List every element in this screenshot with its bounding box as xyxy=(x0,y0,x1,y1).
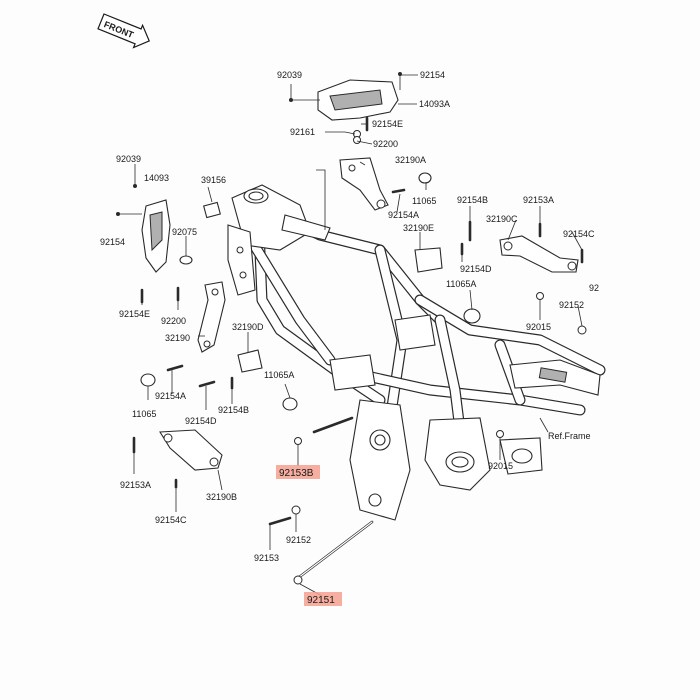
callout-92153b: 92153B xyxy=(279,468,314,479)
callout-92153a-top: 92153A xyxy=(523,195,554,205)
callout-ref-frame: Ref.Frame xyxy=(548,431,591,441)
callout-39156: 39156 xyxy=(201,175,226,185)
callout-labels: 92039 92154 14093A 92154E 92161 92200 32… xyxy=(100,70,599,606)
callout-92153a-left: 92153A xyxy=(120,480,151,490)
callout-92039-top: 92039 xyxy=(277,70,302,80)
top-cover-14093a xyxy=(317,79,399,121)
callout-32190d: 32190D xyxy=(232,322,264,332)
leader-lines xyxy=(118,74,583,597)
callout-92075: 92075 xyxy=(172,227,197,237)
highlight-92153b xyxy=(276,465,320,479)
sticker-39156 xyxy=(203,201,221,219)
left-cover-14093 xyxy=(141,199,171,273)
steering-head xyxy=(227,184,331,296)
callout-11065a-top: 11065A xyxy=(446,279,476,289)
callout-92015-top: 92015 xyxy=(526,322,551,332)
damper-11065 xyxy=(140,373,156,387)
callout-92154-left: 92154 xyxy=(100,237,125,247)
callout-14093: 14093 xyxy=(144,173,169,183)
callout-11065-left: 11065 xyxy=(132,409,156,419)
callout-92154d-left: 92154D xyxy=(185,416,217,426)
callout-92200-top: 92200 xyxy=(373,139,398,149)
bracket-32190 xyxy=(197,281,226,353)
callout-92154b-top: 92154B xyxy=(457,195,488,205)
damper-11065a-right xyxy=(463,308,481,324)
callout-92154c-left: 92154C xyxy=(155,515,187,525)
callout-92200-left: 92200 xyxy=(161,316,186,326)
callout-92154b-left: 92154B xyxy=(218,405,249,415)
callout-92152-top: 92152 xyxy=(559,300,584,310)
highlight-92151 xyxy=(304,592,342,606)
callout-92151: 92151 xyxy=(307,595,335,606)
callout-92154-top: 92154 xyxy=(420,70,445,80)
callout-32190b: 32190B xyxy=(206,492,237,502)
fasteners xyxy=(116,72,587,585)
callout-92015-bottom: 92015 xyxy=(488,461,513,471)
damper-11065-top xyxy=(418,172,432,184)
callout-32190e: 32190E xyxy=(403,223,434,233)
callout-92-cut: 92 xyxy=(589,283,599,293)
callout-32190: 32190 xyxy=(165,333,190,343)
callout-92154c-top: 92154C xyxy=(563,229,595,239)
callout-92154a-top: 92154A xyxy=(388,210,419,220)
damper-11065a-left xyxy=(282,397,298,411)
bracket-32190a xyxy=(339,157,389,211)
rear-castings xyxy=(329,314,601,521)
collar-92075 xyxy=(179,255,193,265)
callout-92161: 92161 xyxy=(290,127,315,137)
callout-92154e-left: 92154E xyxy=(119,309,150,319)
callout-32190c: 32190C xyxy=(486,214,518,224)
bracket-32190c xyxy=(499,235,579,273)
engine-bracket-32190b xyxy=(159,429,223,471)
callout-11065-top: 11065 xyxy=(412,196,436,206)
bracket-32190e xyxy=(414,247,443,273)
callout-11065a-left: 11065A xyxy=(264,370,294,380)
callout-92154d-top: 92154D xyxy=(460,264,492,274)
bracket-32190d xyxy=(237,349,263,373)
callout-92152-bottom: 92152 xyxy=(286,535,311,545)
front-direction-badge: FRONT xyxy=(97,13,151,49)
callout-14093a: 14093A xyxy=(419,99,450,109)
callout-92153: 92153 xyxy=(254,553,279,563)
callout-92039-left: 92039 xyxy=(116,154,141,164)
callout-32190a: 32190A xyxy=(395,155,426,165)
callout-92154e-top: 92154E xyxy=(372,119,403,129)
callout-92154a-left: 92154A xyxy=(155,391,186,401)
